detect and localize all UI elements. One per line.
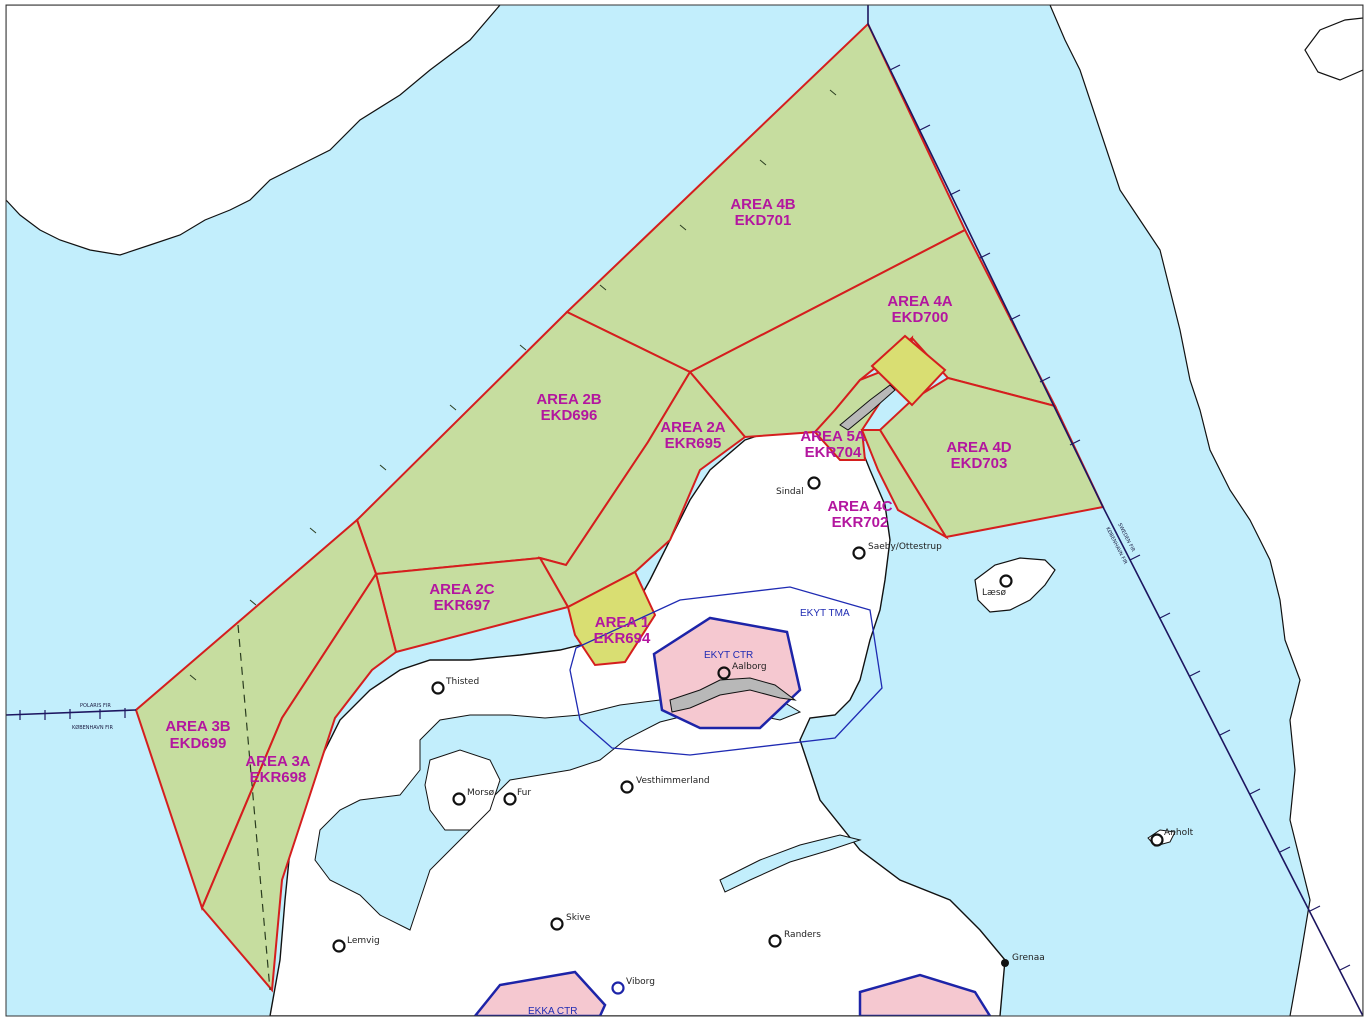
limfjord (314, 689, 802, 931)
sindal-marker[interactable] (807, 476, 821, 490)
ekyt-tma-label: EKYT TMA (800, 608, 850, 619)
aalborg-fjord (669, 677, 797, 713)
area-4d-name: AREA 4D (946, 439, 1011, 456)
randers-marker[interactable] (768, 934, 782, 948)
airfield-markers (332, 476, 1164, 995)
sweden-coast (1049, 5, 1363, 1016)
randers-label: Randers (784, 930, 821, 940)
island-top-right (1304, 17, 1363, 81)
morso-label: Morsø (467, 788, 495, 798)
skagen-spit (839, 384, 896, 431)
area-4a-name: AREA 4A (887, 293, 952, 310)
area-1-name: AREA 1 (595, 614, 649, 631)
ekka-ctr-shape[interactable] (473, 970, 607, 1016)
area-4c-name: AREA 4C (827, 498, 892, 515)
area-4b-code: EKD701 (735, 212, 792, 229)
area-5a-code: EKR704 (805, 444, 862, 461)
laeso-marker[interactable] (999, 574, 1013, 588)
area-3a-code: EKR698 (250, 769, 307, 786)
area-2a-name: AREA 2A (660, 419, 725, 436)
fir-sweden-line (867, 5, 1363, 1016)
ekyt-tma-boundary[interactable] (569, 586, 883, 756)
map-frame (5, 4, 1364, 1017)
anholt-label: Anholt (1164, 828, 1194, 838)
laeso-label: Læsø (982, 588, 1007, 598)
sindal-label: Sindal (776, 487, 804, 497)
saeby-label: Saeby/Ottestrup (868, 542, 942, 552)
area-4a-inner[interactable] (870, 334, 947, 407)
danger-areas (134, 22, 1105, 993)
fir-polaris-line (6, 709, 137, 716)
vesthimmerland-label: Vesthimmerland (636, 776, 710, 786)
fir-ticks (19, 64, 1351, 971)
area-4d-code: EKD703 (951, 455, 1008, 472)
lemvig-label: Lemvig (347, 936, 380, 946)
thisted-label: Thisted (445, 677, 479, 687)
area-4c-code: EKR702 (832, 514, 889, 531)
morso-island (424, 749, 501, 831)
area-3b-name: AREA 3B (165, 718, 230, 735)
grenaa-label: Grenaa (1012, 953, 1045, 963)
viborg-marker[interactable] (611, 981, 625, 995)
area-4b-name: AREA 4B (730, 196, 795, 213)
skive-label: Skive (566, 913, 591, 923)
fir-kobenhavn-label: KØBENHAVN FIR (72, 724, 114, 731)
skive-marker[interactable] (550, 917, 564, 931)
fir-polaris-label: POLARIS FIR (80, 703, 111, 709)
morso-marker[interactable] (452, 792, 466, 806)
area-5a-name: AREA 5A (800, 428, 865, 445)
mariager-fjord (719, 834, 862, 893)
viborg-label: Viborg (626, 977, 655, 987)
area-2c-name: AREA 2C (429, 581, 494, 598)
danger-boundary-ticks (189, 89, 837, 681)
fur-label: Fur (517, 788, 531, 798)
ekyt-ctr-label: EKYT CTR (704, 650, 753, 661)
laeso-island (974, 557, 1056, 613)
aalborg-marker[interactable] (717, 666, 731, 680)
area-3b-code: EKD699 (170, 735, 227, 752)
ekka-ctr-label: EKKA CTR (528, 1006, 577, 1017)
area-3a-shape[interactable] (200, 571, 398, 993)
thisted-marker[interactable] (431, 681, 445, 695)
area-4c-shape[interactable] (860, 429, 949, 540)
area-1-code: EKR694 (594, 630, 651, 647)
anholt-marker[interactable] (1150, 833, 1164, 847)
area-3-divider (237, 624, 271, 991)
lemvig-marker[interactable] (332, 939, 346, 953)
area-2c-code: EKR697 (434, 597, 491, 614)
area-labels: AREA 4B EKD701 AREA 4A EKD700 AREA 2B EK… (165, 196, 1011, 786)
area-2a-code: EKR695 (665, 435, 722, 452)
area-4a-code: EKD700 (892, 309, 949, 326)
grenaa-marker[interactable] (1001, 959, 1009, 967)
area-2b-name: AREA 2B (536, 391, 601, 408)
area-3a-name: AREA 3A (245, 753, 310, 770)
vesthimmerland-marker[interactable] (620, 780, 634, 794)
norway-coast (6, 5, 501, 256)
ctr-fragment-se[interactable] (858, 973, 992, 1016)
area-2b-code: EKD696 (541, 407, 598, 424)
saeby-marker[interactable] (852, 546, 866, 560)
place-labels: Sindal Saeby/Ottestrup Læsø Aalborg This… (347, 487, 1194, 987)
fur-marker[interactable] (503, 792, 517, 806)
aalborg-label: Aalborg (732, 662, 767, 672)
